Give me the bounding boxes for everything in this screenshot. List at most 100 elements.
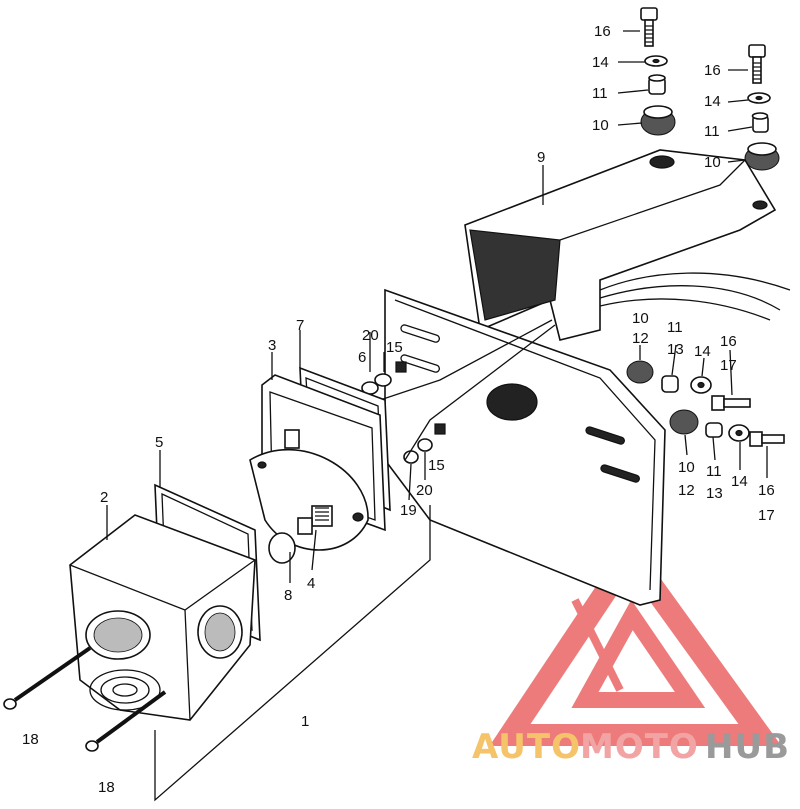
bolt-thread [753, 62, 761, 80]
bracket-hole [752, 200, 768, 210]
callout-16-c: 16 [720, 333, 737, 350]
callout-10-b: 10 [704, 154, 721, 171]
callout-20-b: 20 [416, 482, 433, 499]
bolt-shank [752, 56, 762, 84]
bolt-stack-upper-left [640, 7, 676, 136]
callout-6: 6 [358, 349, 366, 366]
screw-head [395, 361, 407, 373]
bracket-inner-shadow [469, 229, 561, 321]
callout-20-a: 20 [362, 327, 379, 344]
lens-body [69, 514, 256, 721]
wire [599, 285, 781, 311]
logo-triangle-outer [489, 535, 782, 746]
plate-slot [600, 464, 640, 483]
watermark-text-moto: MOTO [580, 727, 699, 767]
wire [599, 298, 771, 321]
callout-19: 19 [400, 502, 417, 519]
callout-13-a: 13 [667, 341, 684, 358]
grommet-top [643, 105, 673, 119]
callout-17-b: 17 [758, 507, 775, 524]
washer-hole [755, 95, 763, 101]
bolt-shank [644, 19, 654, 47]
assembly-bracket-line [154, 505, 431, 802]
callout-14-b: 14 [704, 93, 721, 110]
license-plate-holder [384, 288, 666, 606]
collar [705, 422, 723, 438]
callout-3: 3 [268, 337, 276, 354]
washer-hole [697, 381, 705, 389]
callout-11-c: 11 [667, 319, 683, 336]
callout-11-b: 11 [704, 123, 720, 140]
mount-hardware-right-lower [669, 409, 785, 447]
plate-slot [400, 324, 440, 343]
plate-slot [400, 354, 440, 373]
callout-7: 7 [296, 317, 304, 334]
lens-edge [184, 609, 191, 721]
callout-17-a: 17 [720, 357, 737, 374]
bracket-hole-top [649, 155, 675, 169]
bolt-head [749, 431, 763, 447]
callout-1: 1 [301, 713, 309, 730]
callout-16-a: 16 [594, 23, 611, 40]
plate-inner-edge [394, 299, 656, 591]
callout-12-a: 12 [632, 330, 649, 347]
reflector-right-inner [204, 612, 236, 652]
callout-4: 4 [307, 575, 315, 592]
screw-shank [95, 690, 167, 744]
bolt-head [711, 395, 725, 411]
callout-10-a: 10 [592, 117, 609, 134]
logo-slash [571, 598, 624, 692]
callout-13-b: 13 [706, 485, 723, 502]
bracket-edge [559, 159, 746, 241]
callout-14-d: 14 [731, 473, 748, 490]
watermark-text-auto: AUTO [472, 727, 581, 767]
callout-15-b: 15 [428, 457, 445, 474]
washer [417, 438, 433, 452]
callout-11-d: 11 [706, 463, 722, 480]
lens-ridge [89, 669, 161, 711]
mount-hardware-right-upper [626, 360, 751, 411]
logo-triangle-inner [571, 599, 706, 708]
washer-hole [652, 58, 660, 64]
lens-screw-lower [85, 690, 167, 752]
bolt-stack-upper-right [744, 44, 780, 171]
callout-10-c: 10 [632, 310, 649, 327]
lens-ridge [112, 683, 138, 697]
plate-hole [352, 512, 364, 522]
plate-hole-large [486, 383, 538, 421]
wire [599, 272, 791, 291]
plate-slot [585, 426, 625, 445]
washer-hole [735, 429, 743, 437]
collar-top [648, 74, 666, 82]
watermark-text-hub: HUB [705, 727, 790, 767]
bulb [268, 532, 296, 564]
reflector-left-inner [93, 617, 143, 653]
plate-body [384, 288, 666, 606]
screw-shank [13, 646, 92, 702]
plate-hole [257, 461, 267, 469]
callout-8: 8 [284, 587, 292, 604]
rubber-grommet [626, 360, 654, 384]
washer [374, 373, 392, 387]
collar-top [751, 112, 769, 120]
lamp-wire [404, 324, 556, 461]
callout-18-b: 18 [98, 779, 115, 796]
screw-head [3, 698, 17, 710]
callout-16-d: 16 [758, 482, 775, 499]
socket-thread [315, 507, 329, 521]
lens-screw-upper [3, 646, 92, 710]
small-screw-set-upper [361, 361, 407, 395]
leader-lines [106, 30, 768, 583]
socket-connector [297, 517, 313, 535]
watermark-logo [489, 535, 782, 746]
callout-18-a: 18 [22, 731, 39, 748]
callout-5: 5 [155, 434, 163, 451]
screw-head [434, 423, 446, 435]
bolt-shank [761, 434, 785, 444]
license-bracket [464, 149, 791, 341]
collar [661, 375, 679, 393]
callout-12-b: 12 [678, 482, 695, 499]
grommet-top [747, 142, 777, 156]
tail-lamp-lens [69, 514, 256, 721]
